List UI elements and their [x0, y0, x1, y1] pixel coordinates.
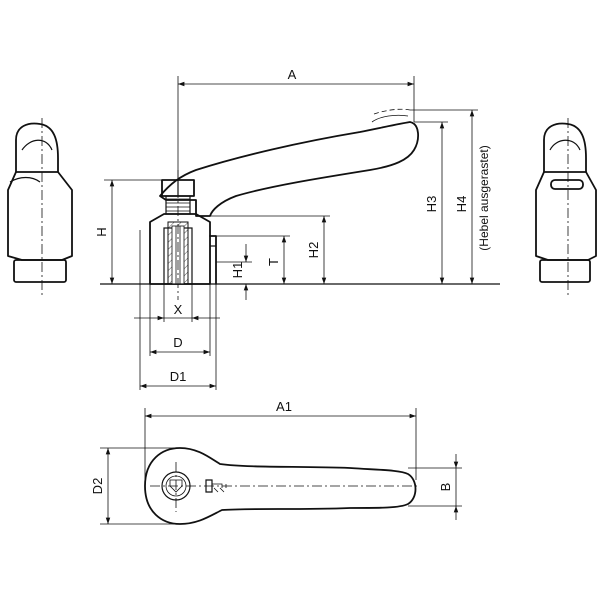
dim-label-D2: D2 [90, 478, 105, 495]
front-section-view [100, 108, 500, 300]
dim-label-D1: D1 [170, 369, 187, 384]
top-view [144, 447, 420, 525]
left-end-view [7, 118, 73, 296]
dim-label-B: B [438, 483, 453, 492]
dim-label-H2: H2 [306, 242, 321, 259]
dim-label-H3: H3 [424, 196, 439, 213]
dim-label-X: X [174, 302, 183, 317]
dimensions-front: A H X D D1 H1 T H2 [94, 67, 491, 390]
dim-label-H: H [94, 227, 109, 236]
dim-note-lever-disengaged: (Hebel ausgerastet) [477, 145, 491, 250]
clip-symbol [205, 479, 227, 493]
dim-label-H1: H1 [230, 262, 245, 279]
dim-label-A1: A1 [276, 399, 292, 414]
right-end-view [535, 118, 597, 296]
dim-label-H4: H4 [454, 196, 469, 213]
dim-label-T: T [266, 258, 281, 266]
dim-label-D: D [173, 335, 182, 350]
dim-label-A: A [288, 67, 297, 82]
dimensions-top: A1 D2 B [90, 399, 462, 525]
